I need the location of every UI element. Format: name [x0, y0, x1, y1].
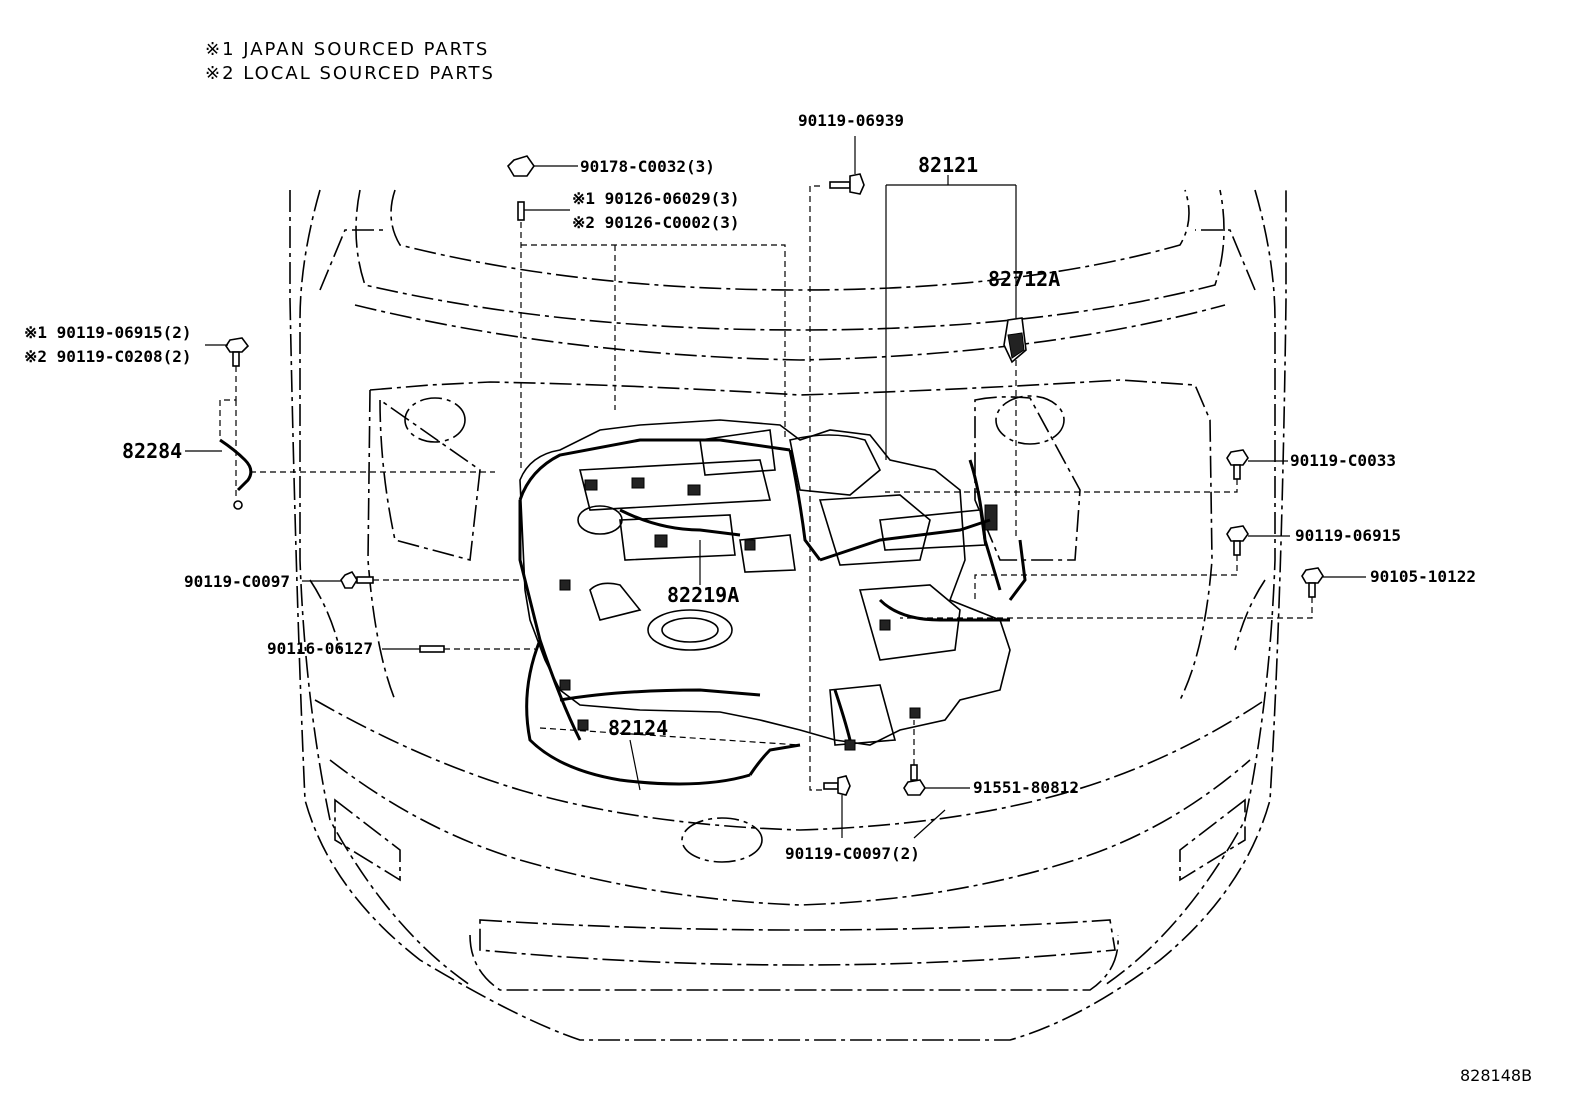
label-82121: 82121 — [918, 153, 979, 177]
harness-82284 — [219, 438, 253, 510]
label-90119-06939: 90119-06939 — [798, 111, 904, 130]
label-82712a: 82712A — [988, 267, 1061, 291]
label-90116-06127: 90116-06127 — [267, 639, 373, 658]
label-90119-c0097: 90119-C0097 — [184, 572, 290, 591]
label-90119-c0208: ※2 90119-C0208(2) — [24, 347, 192, 366]
dashed-leaders — [219, 185, 1313, 791]
label-91551-80812: 91551-80812 — [973, 778, 1079, 797]
label-82219a: 82219A — [667, 583, 740, 607]
label-90126-06029: ※1 90126-06029(3) — [572, 189, 740, 208]
label-90119-06915-japan: ※1 90119-06915(2) — [24, 323, 192, 342]
wire-harness — [518, 438, 1027, 786]
label-90126-c0002: ※2 90126-C0002(3) — [572, 213, 740, 232]
connector-82712a — [1003, 317, 1027, 364]
label-90119-c0033: 90119-C0033 — [1290, 451, 1396, 470]
figure-id: 828148B — [1460, 1066, 1533, 1085]
label-90119-06915: 90119-06915 — [1295, 526, 1401, 545]
label-82284: 82284 — [122, 439, 183, 463]
label-90105-10122: 90105-10122 — [1370, 567, 1476, 586]
car-body-outline — [289, 189, 1287, 1041]
label-82124: 82124 — [608, 716, 669, 740]
label-90178-c0032: 90178-C0032(3) — [580, 157, 715, 176]
note-local-sourced: ※2 LOCAL SOURCED PARTS — [205, 63, 495, 84]
leader-lines — [185, 136, 1366, 839]
label-90119-c0097-2: 90119-C0097(2) — [785, 844, 920, 863]
note-japan-sourced: ※1 JAPAN SOURCED PARTS — [205, 39, 490, 60]
engine-assembly — [519, 419, 1011, 751]
fasteners — [225, 155, 1324, 796]
